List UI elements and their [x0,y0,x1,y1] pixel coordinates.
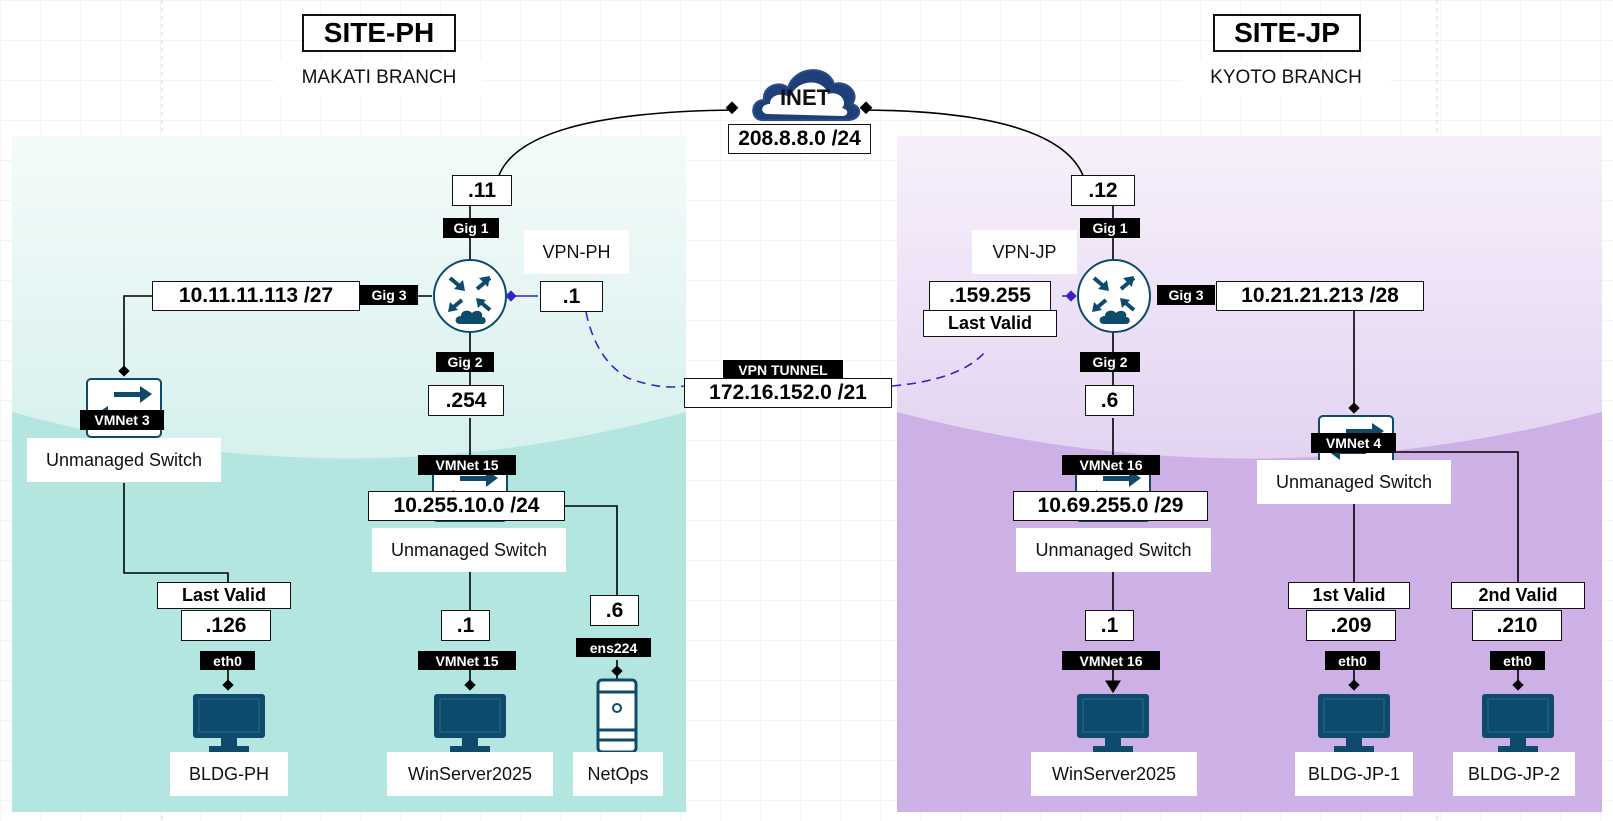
jp-host3-name: BLDG-JP-2 [1453,752,1575,796]
ph-gig1-tag: Gig 1 [443,218,499,238]
jp-right-vmnet-tag: VMNet 4 [1311,433,1396,453]
jp-vpn-ip: .159.255 [929,281,1051,311]
ph-host1-iface-tag: eth0 [200,651,255,670]
jp-right-network: 10.21.21.213 /28 [1216,281,1424,311]
ph-host2-iface-tag: VMNet 15 [418,651,516,670]
ph-wan-ip: .11 [452,175,512,206]
ph-router-name: VPN-PH [524,230,629,274]
jp-host1-iface-tag: VMNet 16 [1062,651,1160,670]
vpn-tunnel-network: 172.16.152.0 /21 [684,378,892,408]
jp-host2-iface-tag: eth0 [1325,651,1380,670]
jp-host2-note: 1st Valid [1288,582,1410,609]
router-ph-icon [433,259,507,333]
ph-host1-monitor-icon [193,694,265,752]
ph-left-switch-label: Unmanaged Switch [27,438,221,482]
jp-host2-monitor-icon [1318,694,1390,752]
jp-gig1-tag: Gig 1 [1080,218,1140,238]
ph-host3-name: NetOps [573,752,663,796]
vpn-tunnel-tag: VPN TUNNEL [723,360,843,379]
jp-host3-monitor-icon [1482,694,1554,752]
jp-host2-ip: .209 [1306,610,1396,641]
site-jp-title: SITE-JP [1213,14,1361,52]
jp-gig2-tag: Gig 2 [1080,352,1140,372]
link-inet-jp [865,109,1085,179]
ph-gig3-tag: Gig 3 [360,285,418,305]
site-jp-subtitle: KYOTO BRANCH [1181,60,1391,96]
jp-mid-vmnet-tag: VMNet 16 [1062,455,1160,475]
ph-host1-ip: .126 [181,610,271,641]
ph-mid-network: 10.255.10.0 /24 [368,491,565,521]
ph-host2-name: WinServer2025 [387,752,553,796]
ph-host2-monitor-icon [434,694,506,752]
cloud-icon [752,69,861,121]
ph-host3-ip: .6 [590,595,639,626]
jp-host2-name: BLDG-JP-1 [1295,752,1413,796]
ph-host1-note: Last Valid [157,582,291,609]
inet-label: INET [779,85,831,110]
jp-wan-ip: .12 [1071,175,1135,206]
site-ph-subtitle: MAKATI BRANCH [275,60,483,96]
router-jp-icon [1077,259,1151,333]
jp-right-switch-label: Unmanaged Switch [1257,460,1451,504]
jp-mid-switch-label: Unmanaged Switch [1016,528,1211,572]
ph-gig2-tag: Gig 2 [436,352,494,372]
jp-host1-ip: .1 [1085,610,1134,641]
jp-host3-ip: .210 [1472,610,1562,641]
jp-gig3-tag: Gig 3 [1157,285,1215,305]
jp-mid-network: 10.69.255.0 /29 [1013,491,1208,521]
ph-mid-vmnet-tag: VMNet 15 [418,455,516,475]
ph-left-network: 10.11.11.113 /27 [152,281,360,311]
ph-host1-name: BLDG-PH [170,752,288,796]
jp-host3-note: 2nd Valid [1451,582,1585,609]
link-inet-ph [497,109,737,179]
vpn-tunnel-jp-side [891,351,986,387]
jp-host1-name: WinServer2025 [1031,752,1197,796]
ph-left-vmnet-tag: VMNet 3 [80,410,164,430]
jp-vpn-note: Last Valid [923,310,1057,337]
ph-host3-server-icon [596,678,638,754]
vpn-tunnel-ph-side [585,311,685,388]
jp-router-name: VPN-JP [972,230,1077,274]
inet-network-label: 208.8.8.0 /24 [728,124,871,154]
jp-host1-monitor-icon [1077,694,1149,752]
jp-lan-ip: .6 [1085,385,1134,416]
site-ph-title: SITE-PH [302,14,456,52]
ph-host2-ip: .1 [441,610,490,641]
ph-mid-switch-label: Unmanaged Switch [372,528,566,572]
ph-host3-iface-tag: ens224 [576,638,651,657]
jp-host3-iface-tag: eth0 [1490,651,1545,670]
ph-vpn-ip: .1 [540,281,603,312]
ph-lan-ip: .254 [428,385,504,416]
